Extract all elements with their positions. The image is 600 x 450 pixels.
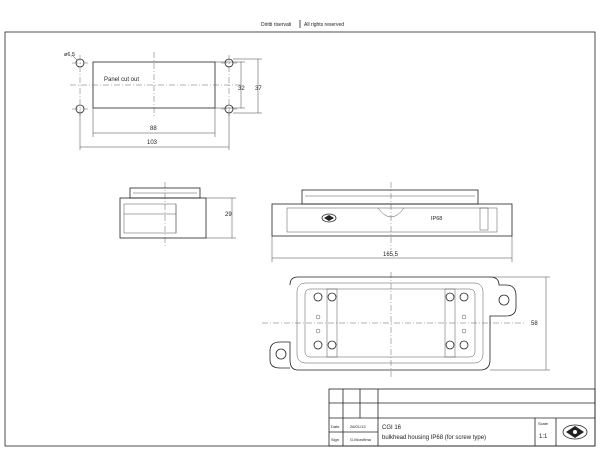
plan-lug-hole-right [498, 294, 510, 306]
side-body [119, 197, 207, 239]
tb-sign-label: Sign [331, 437, 339, 442]
plan-right-rail [444, 288, 456, 358]
plan-screw-6 [327, 340, 337, 350]
tb-product-code: CGI 16 [382, 425, 402, 431]
plan-screw-7 [445, 340, 455, 350]
plan-pin-4 [461, 328, 467, 334]
plan-view: 58 [262, 272, 550, 378]
brand-logo-icon [562, 424, 588, 440]
dim-plan-width: 58 [531, 321, 538, 327]
dim-inner-width: 88 [150, 126, 157, 132]
front-top-flange [301, 189, 479, 205]
side-body-inner [123, 203, 177, 234]
dim-inner-height: 32 [238, 86, 245, 92]
hole-dia-leader [71, 54, 78, 61]
front-center-notch [377, 207, 405, 218]
rights-reserved-english: All rights reserved [304, 22, 344, 28]
plan-screw-3 [445, 292, 455, 302]
hole-diameter-label: ø6,5 [64, 52, 75, 58]
panel-cutout-label: Panel cut out [104, 77, 139, 83]
plan-screw-5 [313, 340, 323, 350]
tb-date-value: 26/01/13 [350, 424, 366, 429]
front-right-boss [479, 207, 489, 231]
front-body-inner [286, 207, 498, 233]
tb-description: bulkhead housing IP68 (for screw type) [382, 435, 486, 441]
tb-sign-value: G.Moroflma [350, 437, 372, 442]
plan-left-rail [326, 288, 338, 358]
rights-reserved-italian: Diritti riservati [261, 22, 291, 28]
ip68-marking: IP68 [431, 216, 442, 222]
front-body [271, 203, 513, 237]
plan-inner-wall [296, 282, 484, 364]
dim-outer-width: 103 [147, 140, 158, 146]
plan-pin-3 [461, 314, 467, 320]
front-view: 165,5 IP68 [271, 182, 513, 262]
tb-scale-value: 1:1 [539, 434, 548, 440]
plan-screw-1 [313, 292, 323, 302]
dim-side-height: 29 [225, 212, 232, 218]
plan-lug-hole-left [275, 348, 287, 360]
dim-front-length: 165,5 [383, 252, 399, 258]
tb-scale-label: Scale [538, 421, 549, 426]
title-block-border [328, 388, 596, 447]
title-block: Date 26/01/13 Sign G.Moroflma CGI 16 bul… [328, 388, 596, 447]
plan-inner-wall-2 [304, 288, 476, 358]
tb-date-label: Date [331, 424, 340, 429]
plan-pin-2 [315, 328, 321, 334]
plan-pin-1 [315, 314, 321, 320]
plan-screw-2 [327, 292, 337, 302]
brand-logo-small-icon [321, 213, 337, 223]
panel-cutout-view: ø6,5 Panel cut out 32 37 88 103 [64, 52, 262, 150]
side-view: 29 [119, 182, 236, 248]
plan-screw-4 [459, 292, 469, 302]
dim-outer-height: 37 [255, 86, 262, 92]
plan-outline [269, 276, 517, 371]
plan-screw-8 [459, 340, 469, 350]
drawing-frame [4, 31, 596, 447]
